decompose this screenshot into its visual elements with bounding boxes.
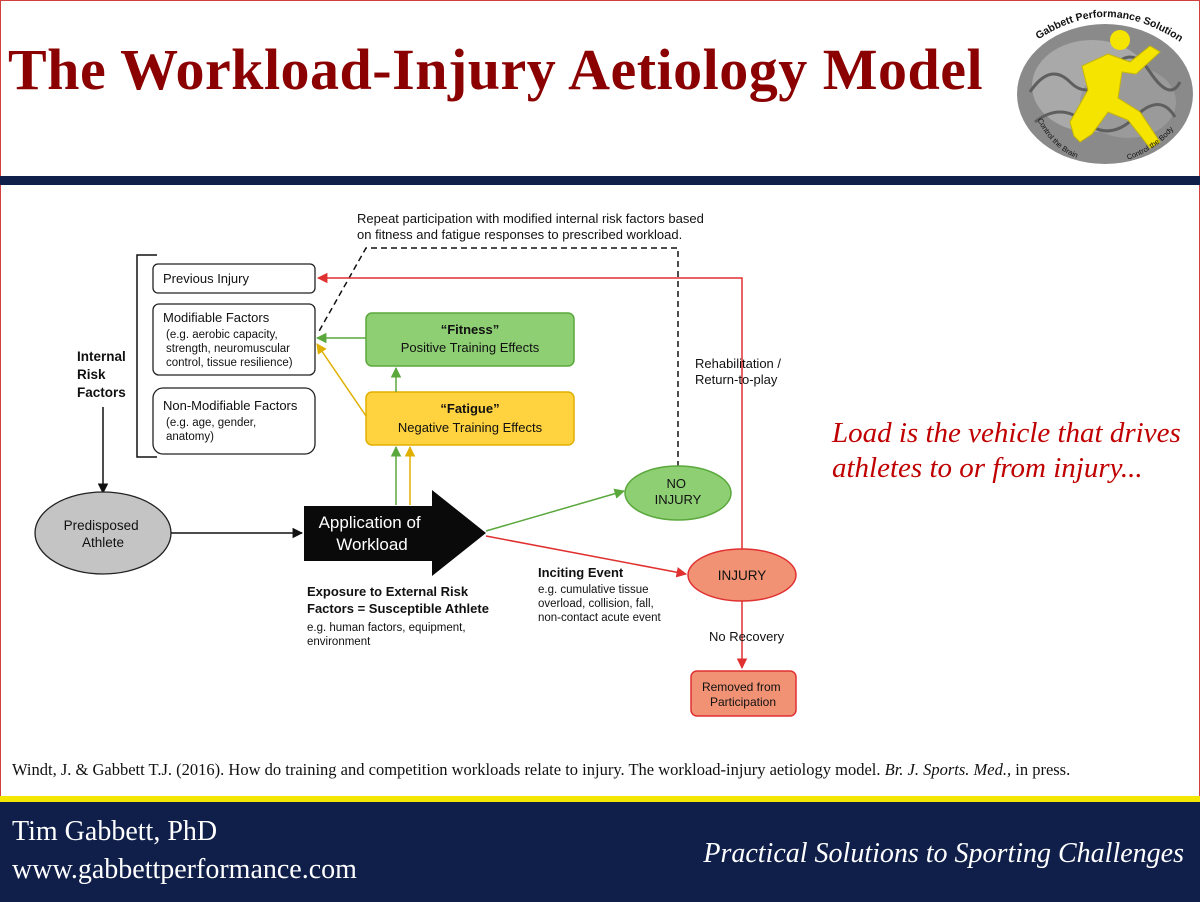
motto: Practical Solutions to Sporting Challeng… (703, 838, 1184, 869)
header-divider (0, 176, 1200, 185)
tagline: Load is the vehicle that drives athletes… (832, 417, 1181, 485)
no-injury-label: NO INJURY (655, 476, 702, 507)
application-of-workload-arrow (304, 490, 486, 576)
website-url: www.gabbettperformance.com (12, 854, 357, 885)
predisposed-athlete-node (34, 491, 172, 575)
injury-label: INJURY (718, 568, 767, 583)
slide-title: The Workload-Injury Aetiology Model (8, 37, 984, 102)
modifiable-factors-text: Modifiable Factors (e.g. aerobic capacit… (163, 310, 294, 369)
predisposed-athlete-label: Predisposed Athlete (64, 518, 143, 550)
fitness-box (365, 312, 575, 367)
author-name: Tim Gabbett, PhD (12, 816, 218, 847)
repeat-dashed-line (317, 247, 679, 467)
rehab-label: Rehabilitation / Return-to-play (695, 356, 785, 387)
workload-to-no-injury-arrow (485, 488, 626, 532)
citation-tail: in press. (1011, 760, 1071, 779)
non-modifiable-factors-box (152, 387, 316, 455)
internal-risk-label: Internal Risk Factors (77, 349, 130, 400)
gabbett-logo: Gabbett Performance Solutions Control th… (1010, 2, 1193, 164)
removed-label: Removed from Participation (702, 680, 784, 709)
application-of-workload-label: Application of Workload (319, 513, 426, 554)
fatigue-box (365, 391, 575, 446)
aetiology-diagram: Repeat participation with modified inter… (34, 211, 797, 717)
no-injury-node (624, 465, 732, 521)
citation: Windt, J. & Gabbett T.J. (2016). How do … (12, 760, 1070, 780)
fatigue-subtitle: Negative Training Effects (398, 420, 543, 435)
inciting-event-text: Inciting Event e.g. cumulative tissue ov… (538, 565, 662, 624)
no-recovery-label: No Recovery (709, 629, 785, 644)
modifiable-factors-box (152, 303, 316, 376)
citation-main: Windt, J. & Gabbett T.J. (2016). How do … (12, 760, 885, 779)
previous-injury-label: Previous Injury (163, 271, 249, 286)
workload-to-injury-arrow (485, 535, 688, 578)
fatigue-to-modifiable-arrow (316, 343, 367, 417)
rehab-return-line (316, 272, 743, 549)
footer: Tim Gabbett, PhD www.gabbettperformance.… (0, 796, 1200, 902)
exposure-text: Exposure to External Risk Factors = Susc… (307, 584, 492, 648)
fitness-subtitle: Positive Training Effects (401, 340, 540, 355)
repeat-note: Repeat participation with modified inter… (357, 211, 707, 242)
non-modifiable-factors-text: Non-Modifiable Factors (e.g. age, gender… (163, 398, 301, 443)
fitness-title: “Fitness” (441, 322, 500, 337)
removed-box (690, 670, 797, 717)
citation-journal: Br. J. Sports. Med., (884, 760, 1012, 779)
fatigue-title: “Fatigue” (440, 401, 499, 416)
internal-risk-bracket (136, 254, 157, 458)
previous-injury-box (152, 263, 316, 294)
